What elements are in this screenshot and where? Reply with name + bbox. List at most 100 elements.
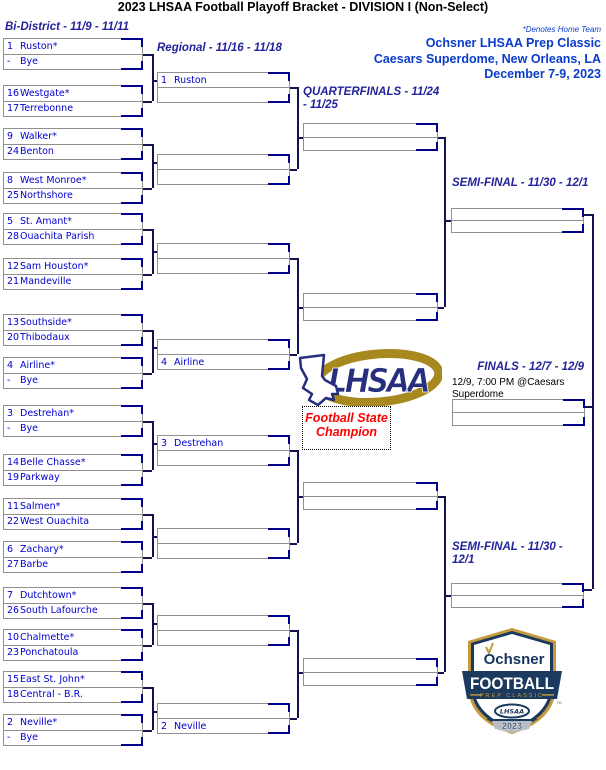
team-name: Destrehan* [20, 407, 74, 419]
event-name: Ochsner LHSAA Prep Classic [425, 36, 601, 50]
team-row [158, 543, 289, 558]
round-label-semifinal-top: SEMI-FINAL - 11/30 - 12/1 [452, 177, 589, 189]
team-name: Airline* [20, 359, 55, 371]
team-row [304, 136, 437, 151]
round-label-bi-district: Bi-District - 11/9 - 11/11 [5, 21, 129, 33]
team-row: 1 Ruston [158, 73, 289, 87]
team-row [158, 450, 289, 465]
team-seed: 1 [161, 74, 168, 86]
bracket-connector-line [152, 623, 157, 625]
bracket-connector-line [297, 630, 299, 718]
bracket-connector-line [444, 137, 446, 307]
bracket-connector-line [152, 54, 154, 101]
matchup-box-regional-3 [157, 243, 290, 274]
team-name: Dutchtown* [20, 589, 77, 601]
banner-dash-left [470, 694, 482, 696]
bracket-connector-line [290, 87, 297, 89]
bracket-connector-line [290, 543, 297, 545]
bracket-connector-line [297, 672, 303, 674]
team-name: Ruston [174, 74, 207, 86]
team-name: Barbe [20, 559, 49, 571]
team-row [158, 244, 289, 258]
team-seed: 20 [7, 332, 20, 344]
team-name: Ouachita Parish [20, 231, 95, 243]
bracket-connector-line [143, 373, 152, 375]
team-seed: 11 [7, 500, 20, 512]
team-seed: 2 [7, 716, 14, 728]
shield-banner [462, 671, 562, 699]
bracket-connector-line [444, 496, 446, 672]
team-row [158, 529, 289, 543]
team-seed: - [7, 732, 11, 744]
team-name: Salmen* [20, 500, 61, 512]
team-seed: 23 [7, 647, 20, 659]
matchup-box-regional-7 [157, 615, 290, 646]
team-name: Belle Chasse* [20, 456, 86, 468]
bracket-connector-line [152, 80, 157, 82]
team-seed: 22 [7, 516, 20, 528]
champion-box: Football State Champion [302, 406, 391, 450]
bracket-connector-line [290, 169, 297, 171]
year-ribbon [492, 721, 532, 733]
team-row: 2 Neville* [4, 715, 142, 730]
team-name: Southside* [20, 316, 72, 328]
team-row [453, 412, 584, 425]
team-row [158, 155, 289, 169]
team-row [304, 124, 437, 137]
team-name: Destrehan [174, 437, 224, 449]
bracket-connector-line [297, 87, 299, 169]
bracket-connector-line [152, 251, 157, 253]
team-row [304, 495, 437, 510]
bracket-connector-line [290, 630, 297, 632]
bracket-connector-line [438, 307, 444, 309]
bracket-connector-line [143, 514, 152, 516]
round-label-finals: FINALS - 12/7 - 12/9 [477, 361, 584, 373]
team-seed: - [7, 375, 11, 387]
team-row: -Bye [4, 729, 142, 746]
bracket-connector-line [444, 220, 451, 222]
bracket-connector-line [143, 144, 152, 146]
shield-lhsaa-text: LHSAA [500, 708, 524, 716]
team-seed: 13 [7, 316, 20, 328]
bracket-connector-line [290, 354, 297, 356]
team-row [158, 169, 289, 184]
team-seed: 4 [7, 359, 14, 371]
team-name: St. Amant* [20, 215, 72, 227]
matchup-box-bi_district-16: 2 Neville*-Bye [3, 714, 143, 746]
team-name: Neville* [20, 716, 58, 728]
team-name: Bye [20, 56, 38, 68]
team-name: Central - B.R. [20, 689, 83, 701]
bracket-connector-line [444, 595, 451, 597]
team-row [304, 306, 437, 321]
bracket-connector-line [152, 687, 154, 730]
lhsaa-logo-text: LHSAA [328, 361, 428, 400]
bracket-connector-line [143, 54, 152, 56]
shield-prep-classic-text: PREP CLASSIC [480, 693, 544, 699]
team-seed: 28 [7, 231, 20, 243]
team-name: Westgate* [20, 87, 70, 99]
bracket-connector-line [152, 144, 154, 188]
team-seed: 5 [7, 215, 14, 227]
